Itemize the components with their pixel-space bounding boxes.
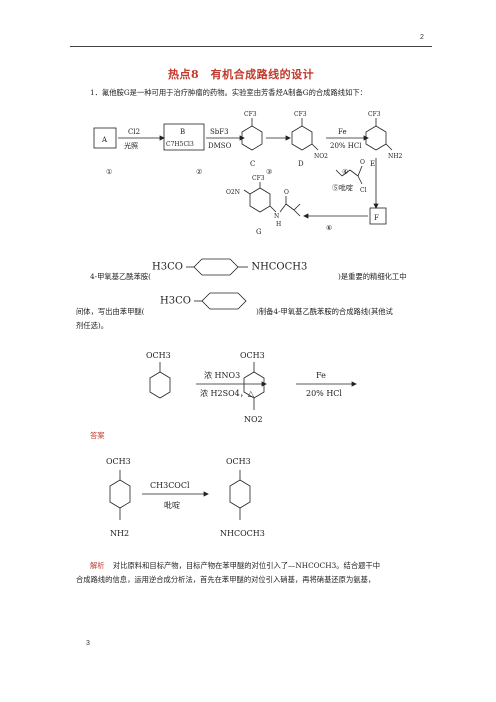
g-h: H bbox=[276, 221, 281, 228]
d-no2: NO2 bbox=[314, 153, 328, 160]
product-ring bbox=[229, 479, 251, 509]
box-a bbox=[93, 127, 117, 149]
answer2-product-bottom: NHCOCH3 bbox=[220, 529, 265, 538]
ring-d bbox=[291, 125, 313, 151]
g-acyl-o: O bbox=[284, 189, 289, 196]
box-f bbox=[369, 207, 387, 225]
line4: 剂任选)。 bbox=[76, 321, 109, 330]
ring-e bbox=[365, 125, 387, 151]
anisole-ring bbox=[149, 371, 171, 399]
line2-prefix: 4-甲氧基乙酰苯胺( bbox=[90, 272, 152, 281]
answer2-nh2: NH2 bbox=[110, 529, 129, 538]
e-cf3: CF3 bbox=[368, 111, 381, 118]
reagent-5: ⑤吡啶 bbox=[332, 183, 353, 192]
page-title: 热点8 有机合成路线的设计 bbox=[168, 68, 315, 81]
answer-scheme-1: OCH3 OCH3 浓 HNO3 浓 H2SO4，△ NO2 Fe 20% HC… bbox=[146, 351, 357, 424]
acyl-cl: Cl bbox=[360, 187, 367, 194]
structure-anisole: H3CO bbox=[160, 290, 254, 312]
question-intro: 1．氟他胺G是一种可用于治疗肿瘤的药物。实验室由芳香烃A制备G的合成路线如下： bbox=[90, 88, 367, 97]
answer1-reagent-top: 浓 HNO3 bbox=[204, 371, 240, 380]
line3-prefix: 间体，写出由苯甲醚( bbox=[76, 307, 145, 316]
box-a-label: A bbox=[101, 136, 108, 144]
top-page-number: 2 bbox=[420, 34, 424, 41]
c-cf3: CF3 bbox=[244, 111, 257, 118]
answer2-reagent-top: CH3COCl bbox=[150, 481, 190, 490]
structure-4-methoxyacetanilide: H3CO NHCOCH3 bbox=[152, 256, 307, 278]
answer2-reagent-bottom: 吡啶 bbox=[164, 500, 180, 510]
reagent-1-bottom: 光照 bbox=[124, 141, 138, 150]
g-nh: N bbox=[274, 213, 279, 220]
answer1-no2: NO2 bbox=[244, 415, 263, 424]
g-label: G bbox=[256, 228, 262, 236]
answer-label: 答案 bbox=[90, 431, 105, 440]
explanation-line1: 解析 对比原料和目标产物，目标产物在苯甲醚的对位引入了—NHCOCH3。结合题干… bbox=[90, 560, 380, 572]
acyl-o: O bbox=[360, 159, 365, 166]
box-f-label: F bbox=[374, 214, 379, 222]
step-3: ③ bbox=[266, 168, 272, 176]
step-1: ① bbox=[106, 168, 112, 176]
answer1-fe: Fe bbox=[316, 371, 326, 380]
anisidine-ring bbox=[109, 479, 131, 509]
reagent-4-top: Fe bbox=[338, 128, 347, 136]
d-label: D bbox=[298, 160, 304, 168]
answer2-och3-left: OCH3 bbox=[106, 457, 131, 466]
reagent-4-bottom: 20% HCl bbox=[330, 142, 362, 150]
step-4: ④ bbox=[342, 168, 348, 176]
g-cf3: CF3 bbox=[252, 175, 265, 182]
answer-scheme-2: OCH3 OCH3 NH2 CH3COCl 吡啶 NHCOCH3 bbox=[106, 457, 265, 538]
synthesis-scheme: A B C7H5Cl3 Cl2 光照 SbF3 DMSO CF3 CF3 CF3… bbox=[93, 111, 402, 236]
answer1-reagent-bottom: 浓 H2SO4，△ bbox=[200, 389, 255, 398]
reagent-1-top: Cl2 bbox=[128, 128, 140, 136]
explanation-text-1: 对比原料和目标产物，目标产物在苯甲醚的对位引入了—NHCOCH3。结合题干中 bbox=[112, 561, 381, 570]
bottom-page-number: 3 bbox=[86, 640, 90, 647]
e-label: E bbox=[370, 160, 375, 168]
ring-g bbox=[249, 187, 271, 213]
step-6: ⑥ bbox=[326, 224, 332, 232]
struct2-benzene-ring bbox=[194, 292, 247, 310]
struct2-left-group: H3CO bbox=[160, 295, 191, 307]
reagent-2-bottom: DMSO bbox=[208, 142, 232, 150]
explanation-label: 解析 bbox=[90, 561, 105, 570]
g-o2n: O2N bbox=[226, 189, 240, 196]
struct1-left-group: H3CO bbox=[152, 261, 183, 273]
answer2-och3-right: OCH3 bbox=[226, 457, 251, 466]
reagent-2-top: SbF3 bbox=[210, 128, 229, 136]
line2-suffix: )是重要的精细化工中 bbox=[338, 272, 407, 281]
line3-suffix: )制备4-甲氧基乙酰苯胺的合成路线(其他试 bbox=[256, 307, 393, 316]
answer1-och3-right: OCH3 bbox=[240, 351, 265, 360]
box-b bbox=[163, 123, 205, 151]
header-rule bbox=[70, 46, 432, 47]
answer1-och3-left: OCH3 bbox=[146, 351, 171, 360]
box-b-label: B bbox=[180, 128, 185, 136]
e-nh2: NH2 bbox=[388, 153, 402, 160]
d-cf3: CF3 bbox=[294, 111, 307, 118]
answer1-hcl: 20% HCl bbox=[306, 389, 342, 398]
explanation-line2: 合成路线的信息，运用逆合成分析法，首先在苯甲醚的对位引入硝基，再将硝基还原为氨基… bbox=[76, 575, 376, 584]
struct1-right-group: NHCOCH3 bbox=[251, 261, 308, 273]
struct1-benzene-ring bbox=[186, 258, 249, 276]
step-2: ② bbox=[196, 168, 202, 176]
b-formula: C7H5Cl3 bbox=[166, 141, 194, 148]
c-label: C bbox=[250, 160, 255, 168]
ring-c bbox=[241, 125, 263, 151]
